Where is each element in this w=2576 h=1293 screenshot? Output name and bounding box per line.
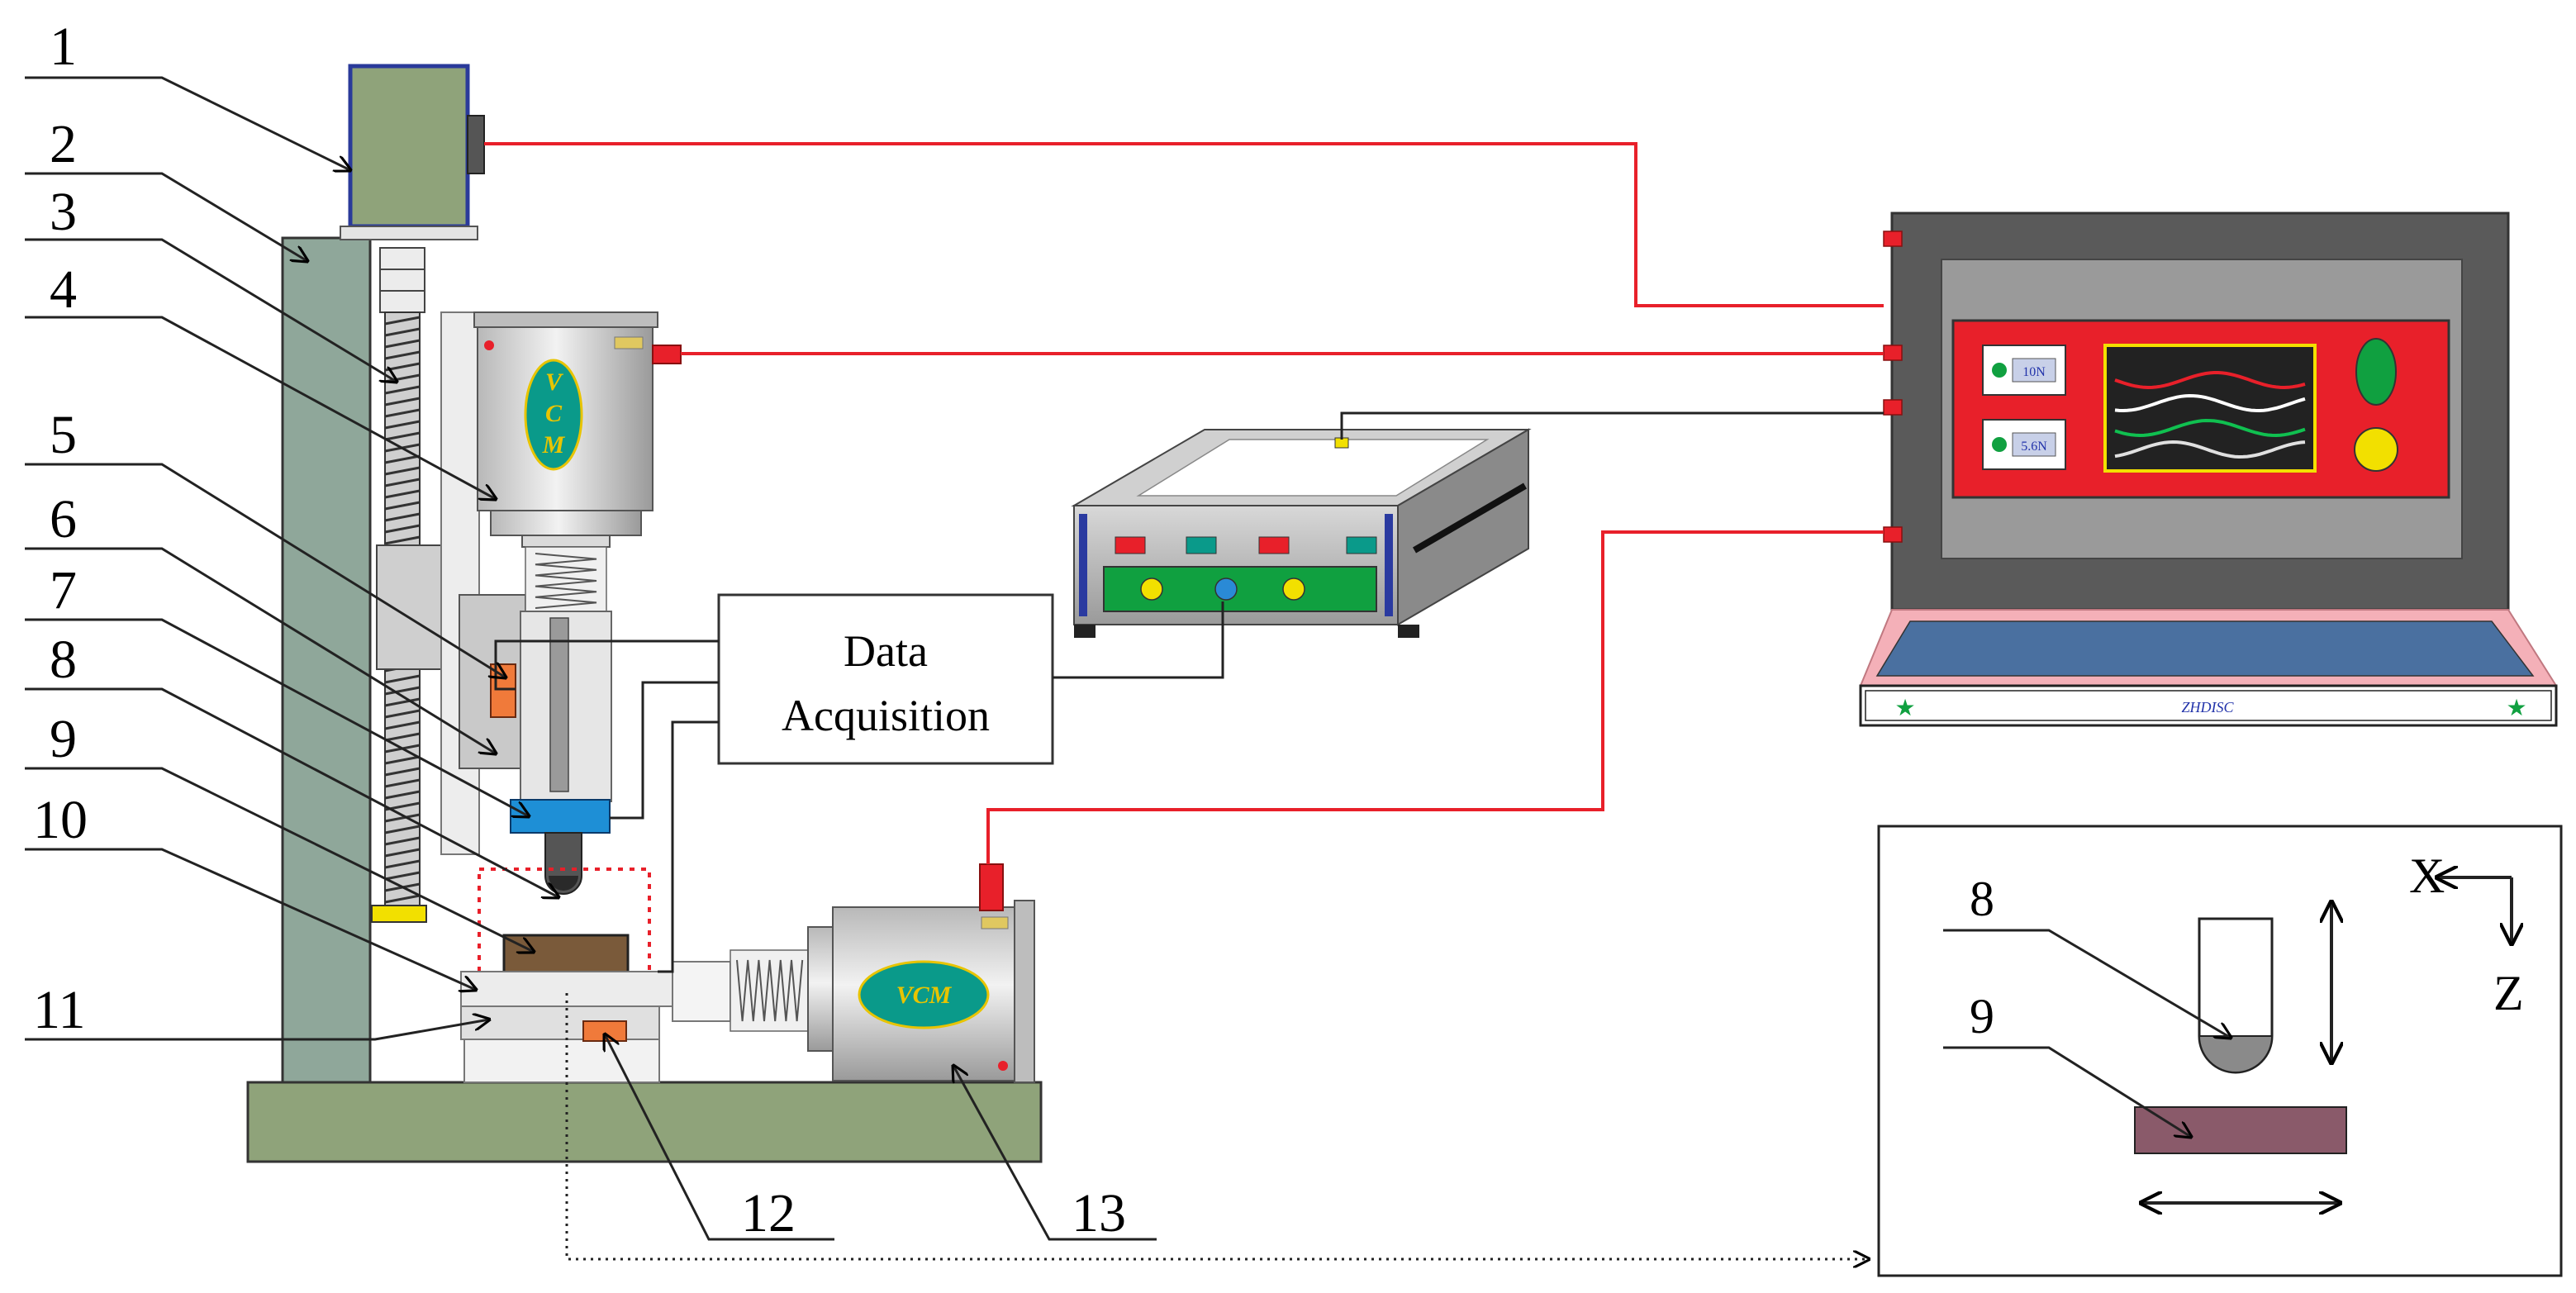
leader-9: [25, 767, 534, 952]
horizontal-vcm-connector: [979, 863, 1004, 911]
callout-label-8: 8: [50, 630, 77, 690]
horizontal-vcm-badge: [858, 960, 990, 1029]
svg-text:★: ★: [2506, 694, 2526, 721]
callout-label-5: 5: [50, 405, 77, 465]
lead-screw-threads: [384, 316, 421, 904]
callout-label-11: 11: [33, 980, 86, 1040]
svg-text:★: ★: [1894, 694, 1915, 721]
callout-label-7: 7: [50, 560, 77, 620]
horizontal-coupling: [672, 961, 731, 1022]
leader-5: [25, 463, 506, 677]
callout-label-3: 3: [50, 182, 77, 242]
power-amplifier-unit: [1071, 428, 1532, 638]
sample-specimen: [502, 934, 630, 977]
inset-sample: [2134, 1106, 2347, 1154]
leader-13: [953, 1066, 1157, 1241]
contact-region-highlight: [478, 868, 651, 995]
friction-force-sensor: [582, 1020, 627, 1042]
top-stepper-motor: [348, 64, 470, 229]
vertical-vcm-flange: [490, 510, 642, 536]
horizontal-vcm-label: VCM: [896, 982, 953, 1009]
inset-axis-z: Z: [2493, 966, 2524, 1020]
vcm-letter-m: M: [542, 431, 566, 459]
vertical-vcm-connector: [652, 345, 682, 364]
leader-4: [25, 316, 496, 499]
leader-lines: [25, 76, 1157, 1241]
leader-11: [25, 1020, 489, 1041]
leader-2: [25, 172, 307, 261]
data-acquisition-box: [717, 593, 1054, 765]
vertical-vcm-cap: [473, 311, 658, 328]
leader-12: [605, 1034, 834, 1241]
horizontal-spring: [736, 959, 804, 1022]
probe-rod: [549, 617, 569, 792]
callout-label-10: 10: [33, 790, 88, 850]
top-motor-connector: [467, 115, 485, 174]
callout-label-1: 1: [50, 17, 77, 77]
inset-axis-x: X: [2409, 849, 2445, 903]
leader-1: [25, 76, 350, 170]
callout-label-13: 13: [1072, 1183, 1126, 1243]
data-acquisition-line2: Acquisition: [782, 691, 990, 740]
screw-end-stop: [371, 905, 427, 923]
leader-3: [25, 238, 397, 382]
inset-leader-8: [1943, 929, 2231, 1038]
horizontal-vcm-flange: [807, 926, 834, 1052]
vertical-vcm-badge: [524, 359, 583, 471]
leader-8: [25, 687, 558, 897]
vcm-letter-v: V: [545, 368, 564, 396]
red-signal-wires: [484, 142, 1884, 864]
callout-label-6: 6: [50, 489, 77, 549]
force-readout-2: 5.6N: [2021, 440, 2047, 454]
callout-label-12: 12: [741, 1183, 796, 1243]
vcm-letter-c: C: [545, 400, 563, 427]
table-guide: [460, 1005, 660, 1040]
leader-10: [25, 848, 476, 990]
table-support: [463, 1039, 660, 1083]
base-plate: [246, 1081, 1043, 1163]
inset-leader-9: [1943, 1046, 2191, 1137]
inset-label-9: 9: [1970, 989, 1994, 1043]
laptop-brand-label: ZHDISC: [2181, 699, 2234, 715]
computer-monitor: 10N 5.6N: [1883, 212, 2510, 611]
force-readout-1: 10N: [2022, 365, 2046, 379]
callout-label-4: 4: [50, 259, 77, 320]
callout-label-2: 2: [50, 114, 77, 174]
force-sensor-block: [510, 799, 611, 834]
vertical-spring: [535, 553, 597, 609]
laptop-keyboard-base: ★ ★ ZHDISC: [1859, 609, 2558, 727]
signal-cables: [494, 411, 1884, 973]
data-acquisition-line1: Data: [844, 626, 928, 676]
screw-nut-block: [376, 544, 444, 670]
top-motor-bracket: [340, 226, 478, 240]
horizontal-vcm-cap: [1014, 900, 1035, 1083]
inset-label-8: 8: [1970, 872, 1994, 926]
vertical-vcm-shaft-collar: [521, 535, 611, 548]
coupling: [379, 247, 425, 313]
callout-label-9: 9: [50, 709, 77, 769]
main-column: [281, 236, 372, 1084]
leader-6: [25, 547, 496, 753]
leader-7: [25, 618, 529, 816]
